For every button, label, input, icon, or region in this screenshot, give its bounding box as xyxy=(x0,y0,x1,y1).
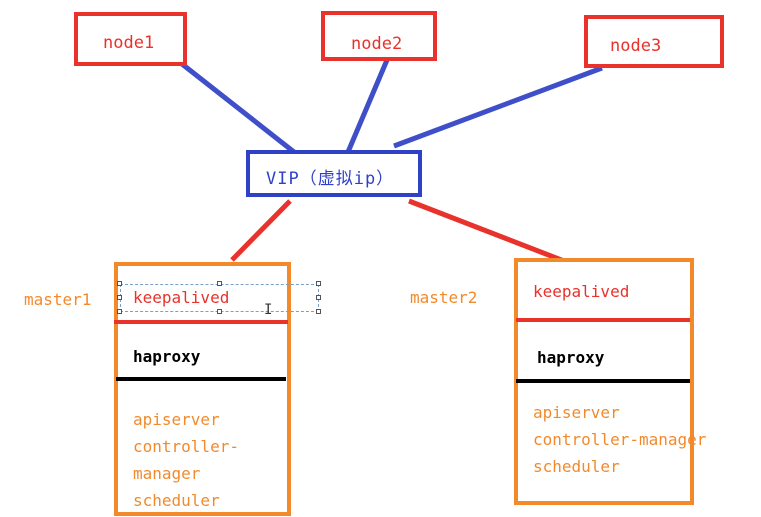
master1-keepalived: keepalived xyxy=(133,288,230,307)
node1-label: node1 xyxy=(103,33,155,53)
selection-handle[interactable] xyxy=(316,309,321,314)
master1-keepalived-divider xyxy=(114,320,288,324)
master1-component: controller- xyxy=(133,437,239,456)
master2-component: apiserver xyxy=(533,403,620,422)
vip-node2-connector xyxy=(345,59,390,153)
master1-component: apiserver xyxy=(133,410,220,429)
master2-components: apiserver controller-manager scheduler xyxy=(533,399,706,480)
selection-handle[interactable] xyxy=(316,281,321,286)
selection-handle[interactable] xyxy=(217,309,222,314)
node1-box: node1 xyxy=(74,12,187,66)
master2-haproxy-divider xyxy=(516,379,690,383)
selection-handle[interactable] xyxy=(117,309,122,314)
master2-component: controller-manager xyxy=(533,430,707,449)
master1-haproxy-divider xyxy=(116,377,286,381)
master2-haproxy: haproxy xyxy=(537,348,605,367)
vip-node1-connector xyxy=(180,62,296,154)
master1-label: master1 xyxy=(24,290,92,309)
master1-components: apiserver controller- manager scheduler xyxy=(133,406,239,514)
selection-handle[interactable] xyxy=(117,281,122,286)
master2-component: scheduler xyxy=(533,457,620,476)
master1-component: scheduler xyxy=(133,491,220,510)
selection-handle[interactable] xyxy=(117,295,122,300)
vip-master1-connector xyxy=(230,199,292,262)
master2-keepalived-divider xyxy=(516,318,690,322)
vip-node3-connector xyxy=(393,65,603,149)
node3-label: node3 xyxy=(610,36,662,56)
selection-handle[interactable] xyxy=(316,295,321,300)
master2-label: master2 xyxy=(410,288,478,307)
master1-haproxy: haproxy xyxy=(133,347,201,366)
text-cursor-icon: I xyxy=(264,302,273,318)
node2-label: node2 xyxy=(351,34,403,54)
node3-box: node3 xyxy=(584,15,724,68)
node2-box: node2 xyxy=(321,11,437,61)
vip-master2-connector xyxy=(408,198,565,264)
master2-keepalived: keepalived xyxy=(533,282,630,301)
vip-box: VIP（虚拟ip） xyxy=(246,150,422,197)
selection-handle[interactable] xyxy=(217,281,222,286)
master1-component: manager xyxy=(133,464,201,483)
vip-label: VIP（虚拟ip） xyxy=(266,169,395,189)
master1-box xyxy=(114,262,291,516)
